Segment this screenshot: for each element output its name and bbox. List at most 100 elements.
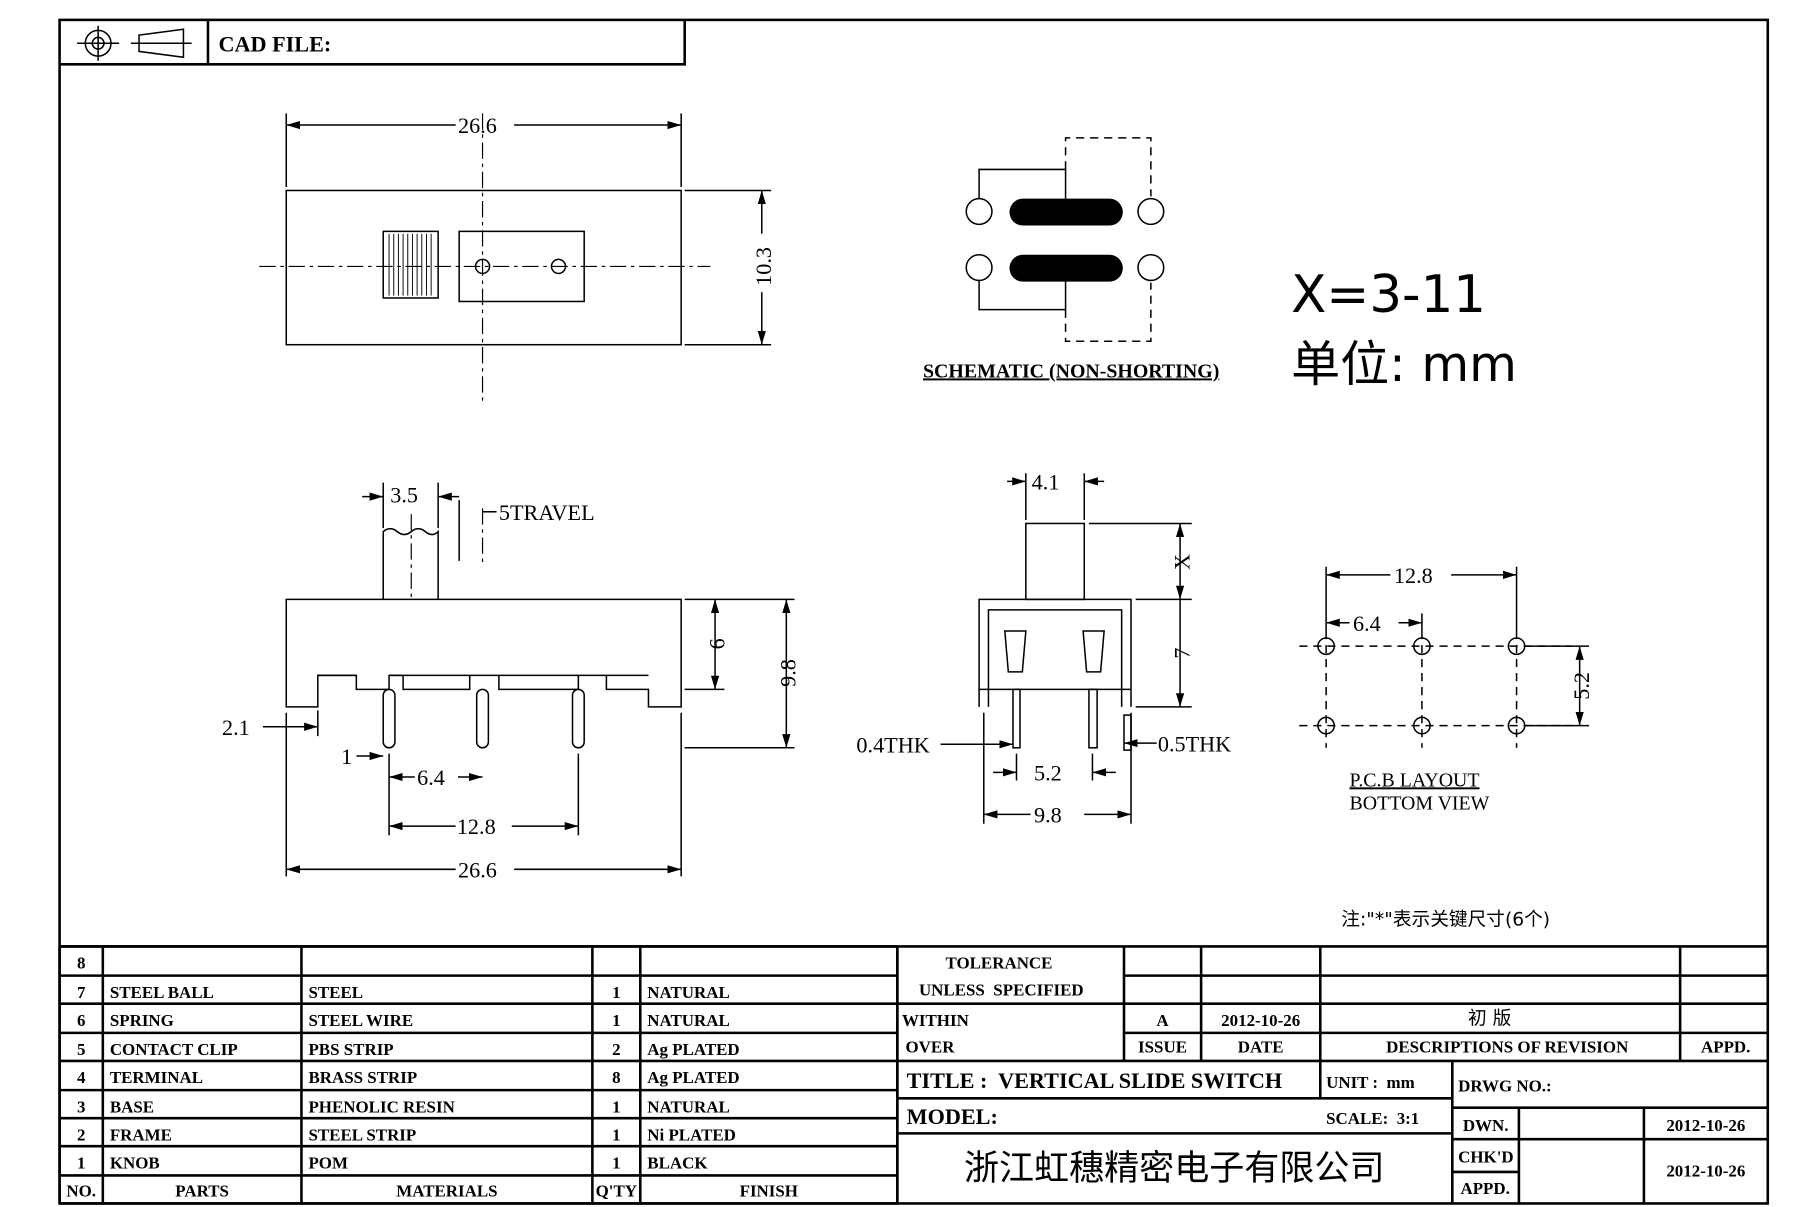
revision-issue: A [1156,1011,1169,1030]
side-dim-9-8: 9.8 [776,659,801,687]
date-header: DATE [1238,1038,1284,1057]
appd-label: APPD. [1460,1179,1509,1198]
title-block: TOLERANCE UNLESS SPECIFIED WITHIN OVER A… [59,945,1768,1204]
bom-finish-cell: NATURAL [647,1011,730,1030]
within-label: WITHIN [902,1011,970,1030]
first-angle-projection-icon [77,25,192,61]
bom-part-cell: KNOB [110,1153,160,1172]
side-dim-6-4: 6.4 [417,765,445,790]
bom-qty-cell: 2 [612,1040,620,1059]
bom-part-cell: BASE [110,1097,154,1116]
knob-hatched [382,230,439,299]
bom-material-cell: MATERIALS [396,1181,497,1200]
bom-material-cell: STEEL [308,983,363,1002]
bom-material-cell: PBS STRIP [308,1040,393,1059]
check-date: 2012-10-26 [1666,1162,1745,1181]
top-view: 26.6 10.3 [259,113,776,404]
end-dim-7: 7 [1169,648,1194,659]
bom-qty-cell: 1 [612,1153,620,1172]
tolerance-label: TOLERANCE [945,954,1052,973]
bom-finish-cell: Ni PLATED [647,1125,736,1144]
pcb-dim-6-4: 6.4 [1353,611,1381,636]
bom-part-cell: SPRING [110,1011,174,1030]
header-box: CAD FILE: [59,19,686,66]
appd-header: APPD. [1701,1038,1750,1057]
schematic-label: SCHEMATIC (NON-SHORTING) [923,360,1219,382]
bom-finish-cell: NATURAL [647,1097,730,1116]
company-name: 浙江虹穗精密电子有限公司 [964,1148,1385,1189]
bom-qty-cell: 1 [612,1011,620,1030]
sheet-border [58,18,1770,1205]
bom-no-cell: 4 [77,1068,86,1087]
bom-no-cell: NO. [66,1181,96,1200]
bom-finish-cell: NATURAL [647,983,730,1002]
side-dim-6: 6 [704,638,729,649]
bom-material-cell: STEEL STRIP [308,1125,416,1144]
pcb-dim-12-8: 12.8 [1394,563,1433,588]
side-view: 3.5 5TRAVEL 6 9.8 2.1 1 6.4 12.8 26.6 [222,482,801,882]
model-field: MODEL: [907,1104,998,1129]
bom-no-cell: 7 [77,983,86,1002]
bom-finish-cell: Ag PLATED [647,1040,739,1059]
bom-part-cell: PARTS [175,1181,229,1200]
drawing-number-field: DRWG NO.: [1458,1076,1552,1095]
chkd-label: CHK'D [1458,1148,1514,1167]
bom-finish-cell: BLACK [647,1153,708,1172]
side-dim-12-8: 12.8 [457,814,496,839]
bom-no-cell: 1 [77,1153,85,1172]
bom-material-cell: PHENOLIC RESIN [308,1097,455,1116]
description-header: DESCRIPTIONS OF REVISION [1386,1038,1629,1057]
thk-left-label: 0.4THK [856,732,929,757]
x-range-note: X=3-11 [1291,265,1486,325]
pcb-layout: 12.8 6.4 5.2 P.C.B LAYOUT BOTTOM VIEW [1299,563,1594,815]
bom-no-cell: 5 [77,1040,85,1059]
unit-note: 单位: mm [1291,335,1517,393]
bom-part-cell: FRAME [110,1125,172,1144]
over-label: OVER [905,1038,955,1057]
end-dim-5-2: 5.2 [1034,761,1062,786]
side-dim-2-1: 2.1 [222,715,250,740]
bom-finish-cell: FINISH [740,1181,798,1200]
bom-qty-cell: 1 [612,1097,620,1116]
end-x-dim: X [1169,554,1194,570]
bom-material-cell: STEEL WIRE [308,1011,413,1030]
side-dim-1: 1 [341,744,352,769]
schematic-diagram: SCHEMATIC (NON-SHORTING) [923,137,1219,382]
bom-part-cell: CONTACT CLIP [110,1040,238,1059]
bom-part-cell: TERMINAL [110,1068,203,1087]
bom-no-cell: 3 [77,1097,85,1116]
bom-no-cell: 2 [77,1125,85,1144]
top-height-dim: 10.3 [751,247,776,286]
bom-qty-cell: 1 [612,1125,620,1144]
dwn-label: DWN. [1463,1116,1509,1135]
travel-dim: 5TRAVEL [499,500,595,525]
unless-specified-label: UNLESS SPECIFIED [919,980,1084,999]
end-view: 4.1 X 7 0.4THK 0.5THK 5.2 9.8 [856,470,1231,828]
bom-no-cell: 6 [77,1011,85,1030]
issue-header: ISSUE [1138,1038,1187,1057]
revision-description: 初 版 [1468,1009,1511,1030]
scale-field: SCALE: 3:1 [1326,1109,1419,1128]
top-width-dim: 26.6 [458,113,497,138]
bom-part-cell: STEEL BALL [110,983,214,1002]
thk-right-label: 0.5THK [1158,731,1231,756]
bom-material-cell: BRASS STRIP [308,1068,417,1087]
side-knob-dim: 3.5 [390,482,418,507]
drawing-title: TITLE : VERTICAL SLIDE SWITCH [907,1068,1283,1093]
end-dim-9-8: 9.8 [1034,803,1062,828]
bottom-view-label: BOTTOM VIEW [1349,793,1489,815]
key-dimension-note: 注:"*"表示关键尺寸(6个) [1341,909,1550,930]
bom-qty-cell: 8 [612,1068,620,1087]
bom-no-cell: 8 [77,954,85,973]
unit-field: UNIT : mm [1326,1073,1415,1092]
cad-file-label: CAD FILE: [218,31,331,56]
end-knob-dim: 4.1 [1032,470,1060,495]
dwn-date: 2012-10-26 [1666,1116,1745,1135]
side-dim-26-6: 26.6 [458,857,497,882]
bom-material-cell: POM [308,1153,348,1172]
bom-finish-cell: Ag PLATED [647,1068,739,1087]
pcb-layout-label: P.C.B LAYOUT [1349,769,1479,791]
pcb-dim-5-2: 5.2 [1569,672,1594,700]
